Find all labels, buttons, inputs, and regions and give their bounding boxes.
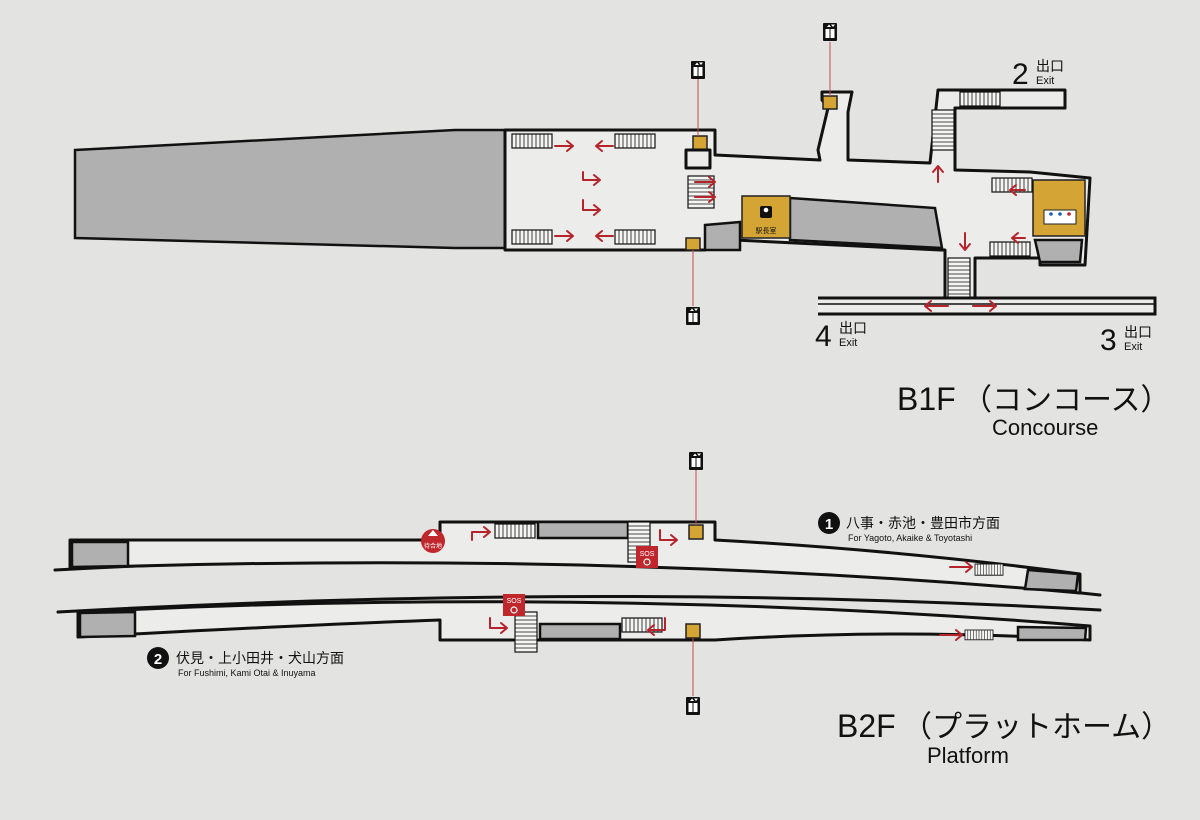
restricted-area xyxy=(703,220,742,252)
stairs xyxy=(614,133,656,149)
svg-text:Exit: Exit xyxy=(1036,75,1054,87)
stairs xyxy=(947,257,971,299)
floor-title-b1f: B1F （コンコース） Concourse xyxy=(897,381,1171,440)
platform-2-label: 2 伏見・上小田井・犬山方面 For Fushimi, Kami Otai & … xyxy=(147,647,344,678)
elevator-icon xyxy=(685,306,701,326)
svg-text:（コンコース）: （コンコース） xyxy=(962,384,1171,417)
svg-text:八事・赤池・豊田市方面: 八事・赤池・豊田市方面 xyxy=(846,515,1000,531)
stairs xyxy=(514,611,538,653)
direction-arrows xyxy=(554,140,1026,312)
stairs xyxy=(974,563,1004,576)
stairs xyxy=(959,91,1001,107)
elevator-icon xyxy=(822,22,838,42)
restricted-area xyxy=(1033,238,1084,264)
elevator xyxy=(822,95,838,110)
station-office-icon xyxy=(760,206,772,218)
station-office-label: 駅長室 xyxy=(756,226,777,235)
svg-text:SOS: SOS xyxy=(507,598,522,605)
elevator-icon xyxy=(690,60,706,80)
svg-text:B2F: B2F xyxy=(837,708,896,744)
svg-text:Exit: Exit xyxy=(1124,341,1142,353)
svg-text:4: 4 xyxy=(815,320,832,353)
svg-text:出口: 出口 xyxy=(1124,324,1152,340)
svg-text:出口: 出口 xyxy=(839,320,867,336)
stairs xyxy=(964,629,994,641)
elevator xyxy=(685,237,701,251)
elevator xyxy=(688,524,704,540)
svg-text:SOS: SOS xyxy=(640,551,655,558)
restricted-area xyxy=(73,128,507,250)
b1f-concourse-map: 駅長室 xyxy=(73,22,1157,326)
svg-text:3: 3 xyxy=(1100,324,1117,357)
toilet-icon xyxy=(1043,209,1077,225)
track-line xyxy=(56,594,1102,614)
exit-3-label: 3 出口 Exit xyxy=(1100,324,1152,357)
sos-phone-icon: SOS xyxy=(636,546,658,568)
svg-text:B1F: B1F xyxy=(897,381,956,417)
svg-text:待合地: 待合地 xyxy=(424,542,442,550)
elevator xyxy=(685,623,701,639)
waiting-area: 待合地 xyxy=(421,529,445,553)
stairs xyxy=(494,523,536,539)
exit-4-label: 4 出口 Exit xyxy=(815,320,867,353)
svg-text:出口: 出口 xyxy=(1036,58,1064,74)
svg-text:（プラットホーム）: （プラットホーム） xyxy=(902,711,1171,744)
platform-2 xyxy=(76,600,1092,642)
stairs xyxy=(989,241,1031,257)
svg-text:1: 1 xyxy=(825,516,833,533)
floor-title-b2f: B2F （プラットホーム） Platform xyxy=(837,708,1171,768)
svg-text:For Yagoto, Akaike & Toyotashi: For Yagoto, Akaike & Toyotashi xyxy=(848,533,972,543)
toilets xyxy=(1032,179,1086,237)
elevator xyxy=(692,135,708,151)
elevator-icon xyxy=(685,696,701,716)
concourse-floor xyxy=(503,88,1092,300)
elevator-icon xyxy=(688,451,704,471)
svg-text:2: 2 xyxy=(154,651,162,668)
exit-2-label: 2 出口 Exit xyxy=(1012,58,1064,91)
platform-1-label: 1 八事・赤池・豊田市方面 For Yagoto, Akaike & Toyot… xyxy=(818,512,1000,543)
stairs xyxy=(614,229,656,245)
platform-1 xyxy=(68,520,1082,595)
svg-text:Platform: Platform xyxy=(927,743,1009,768)
svg-text:2: 2 xyxy=(1012,58,1029,91)
svg-text:伏見・上小田井・犬山方面: 伏見・上小田井・犬山方面 xyxy=(176,650,344,666)
svg-text:Concourse: Concourse xyxy=(992,415,1098,440)
b2f-platform-map: 待合地 SOS SOS xyxy=(53,451,1102,716)
svg-text:For Fushimi, Kami Otai & Inuya: For Fushimi, Kami Otai & Inuyama xyxy=(178,668,316,678)
stairs xyxy=(511,229,553,245)
stairs xyxy=(511,133,553,149)
svg-text:Exit: Exit xyxy=(839,337,857,349)
sos-phone-icon: SOS xyxy=(503,594,525,616)
stairs xyxy=(931,109,955,151)
